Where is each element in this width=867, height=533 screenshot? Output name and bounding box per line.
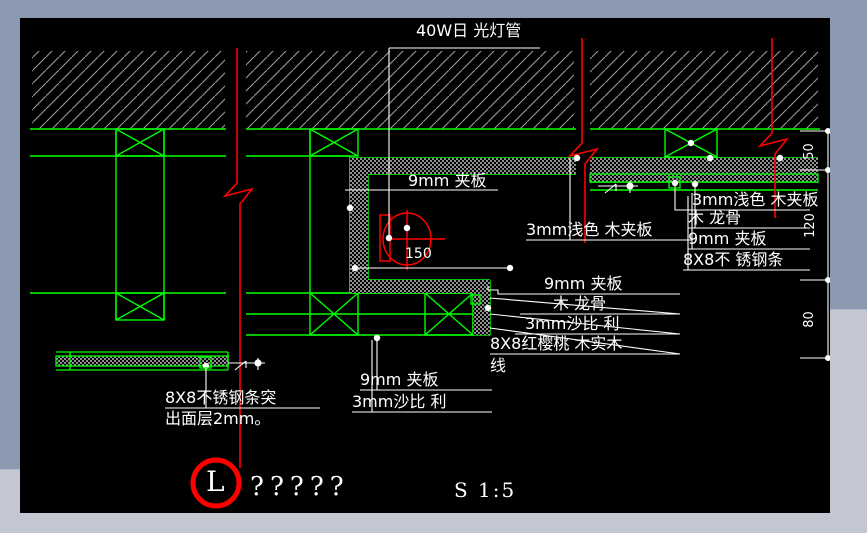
detail-title-text: ????? xyxy=(250,472,350,502)
plywood-band-outlines xyxy=(55,173,819,371)
concrete-slab-hatch xyxy=(32,51,818,129)
break-line-right xyxy=(757,38,790,218)
label-sapele-3mm-mid: 3mm沙比 利 xyxy=(525,314,620,333)
label-sapele-3mm-bottom: 3mm沙比 利 xyxy=(352,392,447,411)
label-cherry-solid-wood-line: 线 xyxy=(490,356,507,375)
label-cherry-solid-wood: 8X8红樱桃 木实木 xyxy=(490,334,623,353)
scale-label: S 1:5 xyxy=(454,478,517,502)
label-steel-strip-right: 8X8不 锈钢条 xyxy=(683,250,784,269)
dim-120: 120 xyxy=(802,213,818,238)
label-light-veneer-center: 3mm浅色 木夹板 xyxy=(526,220,653,239)
break-line-left xyxy=(222,48,255,468)
dim-150: 150 xyxy=(405,246,432,262)
label-wood-keel-right: 木 龙骨 xyxy=(688,208,742,227)
label-plywood-9mm-ceiling: 9mm 夹板 xyxy=(408,171,487,190)
dim-80: 80 xyxy=(801,311,817,328)
label-plywood-9mm-bottom: 9mm 夹板 xyxy=(360,370,439,389)
label-light-veneer-right: 3mm浅色 木夹板 xyxy=(692,190,819,209)
detail-mark-circle[interactable] xyxy=(190,457,242,509)
label-wood-keel-mid: 木 龙骨 xyxy=(553,294,607,313)
label-lamp-top: 40W日 光灯管 xyxy=(416,21,522,40)
plywood-stipple-bands xyxy=(56,158,818,366)
detail-mark-letter: L xyxy=(206,465,225,498)
break-line-center xyxy=(567,38,600,243)
label-plywood-9mm-right: 9mm 夹板 xyxy=(688,229,767,248)
snap-node-dots xyxy=(202,139,784,370)
label-steel-strip-note-line2: 出面层2mm。 xyxy=(165,409,271,428)
label-steel-strip-note-line1: 8X8不锈钢条突 xyxy=(165,388,277,407)
marker-blocks xyxy=(199,176,681,369)
dimension-ticks xyxy=(351,128,830,361)
cad-drawing-canvas[interactable]: 40W日 光灯管 9mm 夹板 3mm浅色 木夹板 3mm浅色 木夹板 木 龙骨… xyxy=(20,18,830,513)
label-plywood-9mm-mid: 9mm 夹板 xyxy=(544,274,623,293)
cad-vector-layer xyxy=(30,38,830,509)
fluorescent-lamp-symbol xyxy=(379,210,445,270)
dim-50: 50 xyxy=(801,143,817,160)
label-underlines xyxy=(165,189,810,413)
left-shelf-frame xyxy=(69,352,229,370)
